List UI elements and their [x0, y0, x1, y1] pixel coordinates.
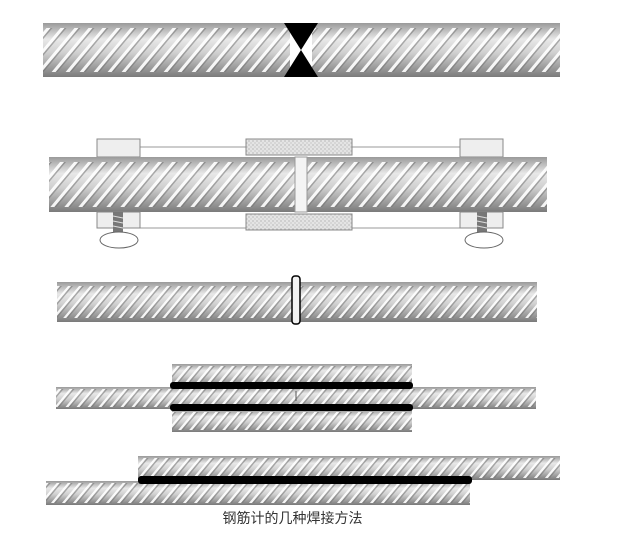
weld-line-top — [170, 382, 413, 389]
sleeve-bottom — [245, 213, 353, 231]
center-gap — [294, 156, 308, 213]
screw-right — [464, 212, 504, 249]
weld-line-bottom — [170, 404, 413, 411]
sleeve-top — [245, 138, 353, 156]
method-clamped-sleeve — [49, 138, 547, 249]
screw-left — [99, 212, 139, 249]
method-flash-butt — [57, 275, 537, 325]
method-lap-weld — [46, 456, 560, 505]
rebar-left-ribs — [43, 28, 290, 72]
weld-double-v — [284, 23, 318, 77]
method-butt-weld — [43, 23, 560, 77]
rebar-left-ribs — [49, 162, 295, 207]
rebar-right-ribs — [312, 28, 560, 72]
method-splice-bars — [56, 364, 536, 432]
clamp-top-right — [459, 138, 504, 158]
figure-caption: 钢筋计的几种焊接方法 — [222, 511, 363, 527]
weld-seam — [291, 275, 301, 325]
rebar-right-ribs — [307, 162, 547, 207]
clamp-top-left — [96, 138, 141, 158]
weld-line — [138, 476, 472, 484]
